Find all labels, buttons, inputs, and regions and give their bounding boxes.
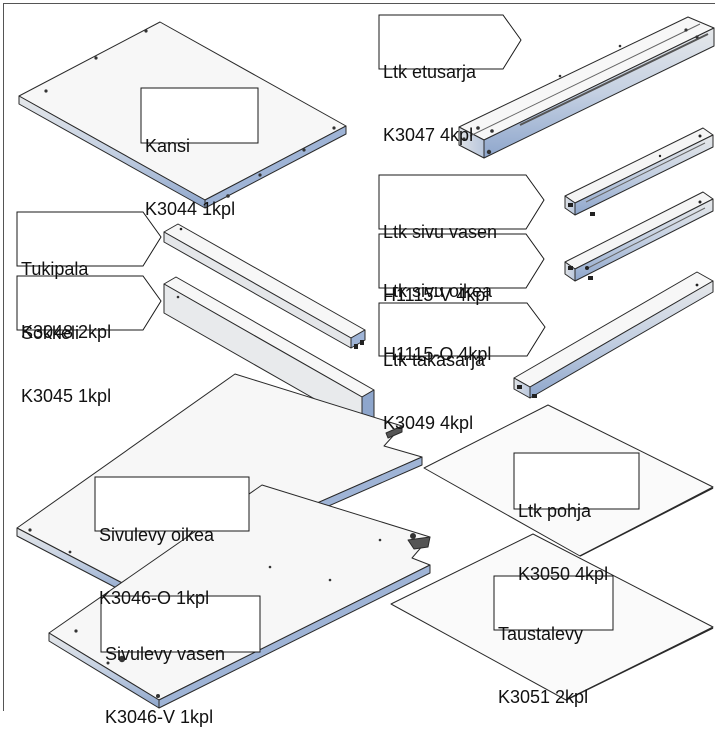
- callout-ltk-sivu-oikea: [378, 233, 545, 289]
- callout-taustalevy: [493, 575, 614, 631]
- callout-sivulevy-vasen: [100, 595, 261, 653]
- callout-ltk-takasarja: [378, 302, 546, 357]
- callout-sokkeli: [16, 275, 162, 331]
- page-frame: [3, 3, 715, 711]
- parts-diagram: Kansi K3044 1kpl Ltk etusarja K3047 4kpl…: [3, 3, 715, 727]
- part-ltk-sivu-oikea-drawing: [564, 191, 714, 282]
- parts-drawing: [3, 3, 715, 711]
- part-tukipala-drawing: [163, 223, 366, 349]
- part-ltk-etusarja-drawing: [458, 16, 715, 159]
- callout-ltk-sivu-vasen: [378, 174, 545, 230]
- callout-ltk-etusarja: [378, 14, 522, 70]
- callout-ltk-pohja: [513, 452, 640, 510]
- callout-tukipala: [16, 211, 162, 267]
- callout-kansi: [140, 87, 259, 144]
- callouts: [16, 14, 640, 653]
- part-ltk-takasarja-drawing: [513, 271, 714, 399]
- part-ltk-sivu-vasen-drawing: [564, 127, 714, 216]
- callout-sivulevy-oikea: [94, 476, 250, 532]
